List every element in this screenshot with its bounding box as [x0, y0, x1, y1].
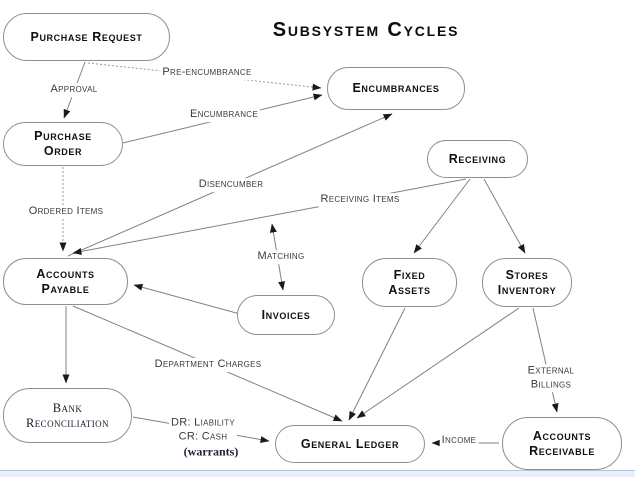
edge-label-warrants: (warrants) [183, 444, 239, 459]
edge-invoices-to-accounts-payable [133, 283, 241, 315]
bottom-window-edge [0, 470, 635, 477]
edge-label-ordered-items: Ordered Items [26, 205, 106, 219]
node-purchase-order: Purchase Order [3, 122, 123, 166]
edge-fixed-assets-to-general-ledger [348, 307, 406, 421]
node-invoices: Invoices [237, 295, 335, 335]
edge-label-receiving-items: Receiving Items [318, 193, 402, 207]
edge-label-external-billings: External Billings [509, 364, 593, 392]
edge-receiving-to-stores-inventory [483, 178, 526, 254]
edge-label-disencumber: Disencumber [196, 178, 266, 192]
edge-label-department-charges: Department Charges [152, 358, 264, 372]
edge-receiving-items [72, 178, 467, 255]
node-fixed-assets: Fixed Assets [362, 258, 457, 307]
diagram-title: Subsystem Cycles [272, 19, 460, 41]
edge-label-dr-liability-cr-cash: DR: Liability CR: Cash [168, 416, 238, 444]
node-stores-inventory: Stores Inventory [482, 258, 572, 307]
edge-label-matching: Matching [255, 250, 307, 264]
node-general-ledger: General Ledger [275, 425, 425, 463]
edge-external-billings [532, 307, 559, 413]
edge-label-income: Income [439, 434, 479, 448]
node-encumbrances: Encumbrances [327, 67, 465, 110]
node-bank-reconciliation: Bank Reconciliation [3, 388, 132, 443]
edge-stores-inventory-to-general-ledger [356, 307, 520, 419]
edge-label-approval: Approval [48, 83, 100, 97]
node-accounts-receivable: Accounts Receivable [502, 417, 622, 470]
edge-label-pre-encumbrance: Pre-encumbrance [160, 66, 254, 80]
node-accounts-payable: Accounts Payable [3, 258, 128, 305]
edge-receiving-to-fixed-assets [413, 178, 471, 254]
node-receiving: Receiving [427, 140, 528, 178]
edge-label-encumbrance: Encumbrance [188, 108, 260, 122]
node-purchase-request: Purchase Request [3, 13, 170, 61]
